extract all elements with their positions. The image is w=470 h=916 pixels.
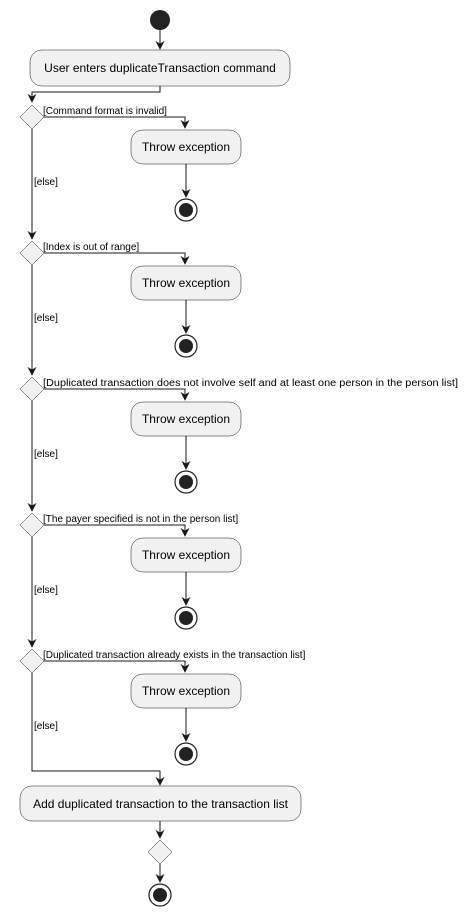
decision-diamond bbox=[19, 104, 45, 130]
else-label: [else] bbox=[34, 177, 58, 188]
edge bbox=[44, 388, 190, 401]
edge bbox=[44, 524, 190, 537]
decision-diamond bbox=[19, 240, 45, 266]
edge bbox=[44, 252, 190, 265]
else-label: [else] bbox=[34, 313, 58, 324]
guard-label: [The payer specified is not in the perso… bbox=[43, 514, 238, 525]
decision-group-1: [Command format is invalid] Throw except… bbox=[19, 104, 242, 240]
end-node-core bbox=[179, 203, 193, 217]
decision-group-3: [Duplicated transaction does not involve… bbox=[19, 376, 458, 512]
else-label: [else] bbox=[34, 585, 58, 596]
throw-exception-label: Throw exception bbox=[142, 412, 230, 426]
final-action-label: Add duplicated transaction to the transa… bbox=[33, 797, 288, 811]
decision-group-2: [Index is out of range] Throw exception … bbox=[19, 240, 242, 376]
else-label: [else] bbox=[34, 449, 58, 460]
guard-label: [Duplicated transaction does not involve… bbox=[43, 378, 458, 389]
guard-label: [Duplicated transaction already exists i… bbox=[43, 650, 306, 661]
decision-diamond bbox=[19, 376, 45, 402]
end-node-core bbox=[179, 611, 193, 625]
decision-diamond bbox=[19, 648, 45, 674]
edge bbox=[31, 673, 165, 786]
edge bbox=[44, 660, 190, 673]
guard-label: [Index is out of range] bbox=[43, 242, 139, 253]
guard-label: [Command format is invalid] bbox=[43, 106, 167, 117]
throw-exception-label: Throw exception bbox=[142, 684, 230, 698]
edge bbox=[44, 116, 190, 129]
start-action-label: User enters duplicateTransaction command bbox=[44, 61, 276, 75]
throw-exception-label: Throw exception bbox=[142, 548, 230, 562]
else-label: [else] bbox=[34, 721, 58, 732]
end-node-core bbox=[179, 475, 193, 489]
final-end-node-core bbox=[153, 888, 167, 902]
throw-exception-label: Throw exception bbox=[142, 276, 230, 290]
decision-group-5: [Duplicated transaction already exists i… bbox=[19, 648, 306, 766]
decision-diamond bbox=[19, 512, 45, 538]
start-node bbox=[150, 10, 170, 30]
end-node-core bbox=[179, 747, 193, 761]
edge bbox=[27, 86, 161, 103]
end-node-core bbox=[179, 339, 193, 353]
throw-exception-label: Throw exception bbox=[142, 140, 230, 154]
merge-diamond bbox=[147, 839, 173, 865]
decision-group-4: [The payer specified is not in the perso… bbox=[19, 512, 242, 648]
